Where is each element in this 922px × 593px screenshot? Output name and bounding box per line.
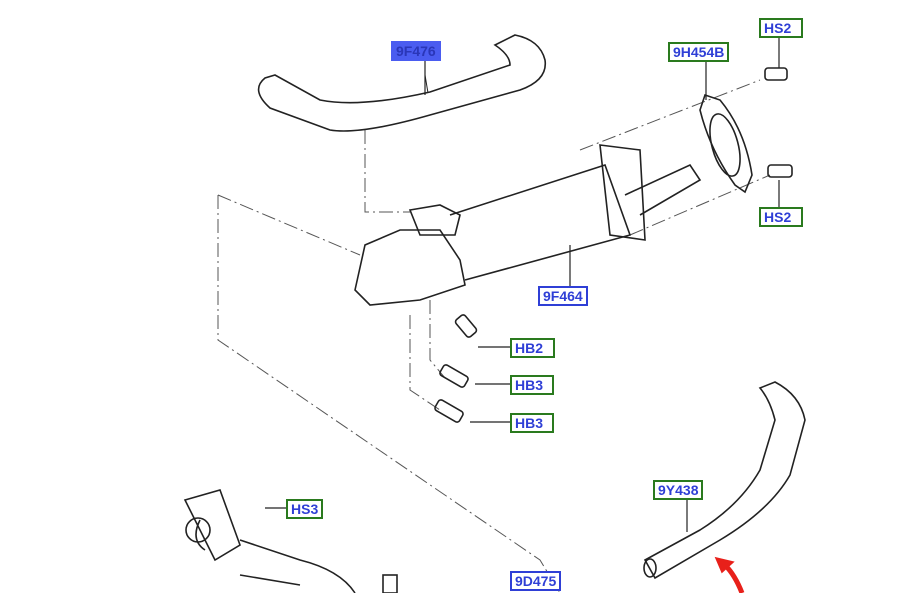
- leader-lines: [265, 36, 780, 532]
- callout-hb3-a[interactable]: HB3: [510, 375, 554, 395]
- callout-hb3-b[interactable]: HB3: [510, 413, 554, 433]
- hose-9f476: [257, 34, 547, 132]
- pipe-9d475: [183, 489, 356, 593]
- hose-9y438: [643, 381, 806, 580]
- callout-hs3[interactable]: HS3: [286, 499, 324, 519]
- egr-cooler-9f464: [354, 144, 702, 306]
- callout-9f464[interactable]: 9F464: [538, 286, 588, 306]
- red-arrow-icon: [723, 563, 745, 593]
- callout-9d475[interactable]: 9D475: [510, 571, 562, 591]
- callout-9y438[interactable]: 9Y438: [653, 480, 704, 500]
- gasket-9h454b: [699, 93, 753, 194]
- bolts: [434, 67, 793, 423]
- callout-hb2[interactable]: HB2: [510, 338, 555, 358]
- callout-hs2-mid[interactable]: HS2: [759, 207, 803, 227]
- callout-9h454b[interactable]: 9H454B: [668, 42, 730, 62]
- callout-hs2-top[interactable]: HS2: [759, 18, 803, 38]
- guide-lines: [217, 79, 771, 593]
- callout-9f476[interactable]: 9F476: [391, 41, 441, 61]
